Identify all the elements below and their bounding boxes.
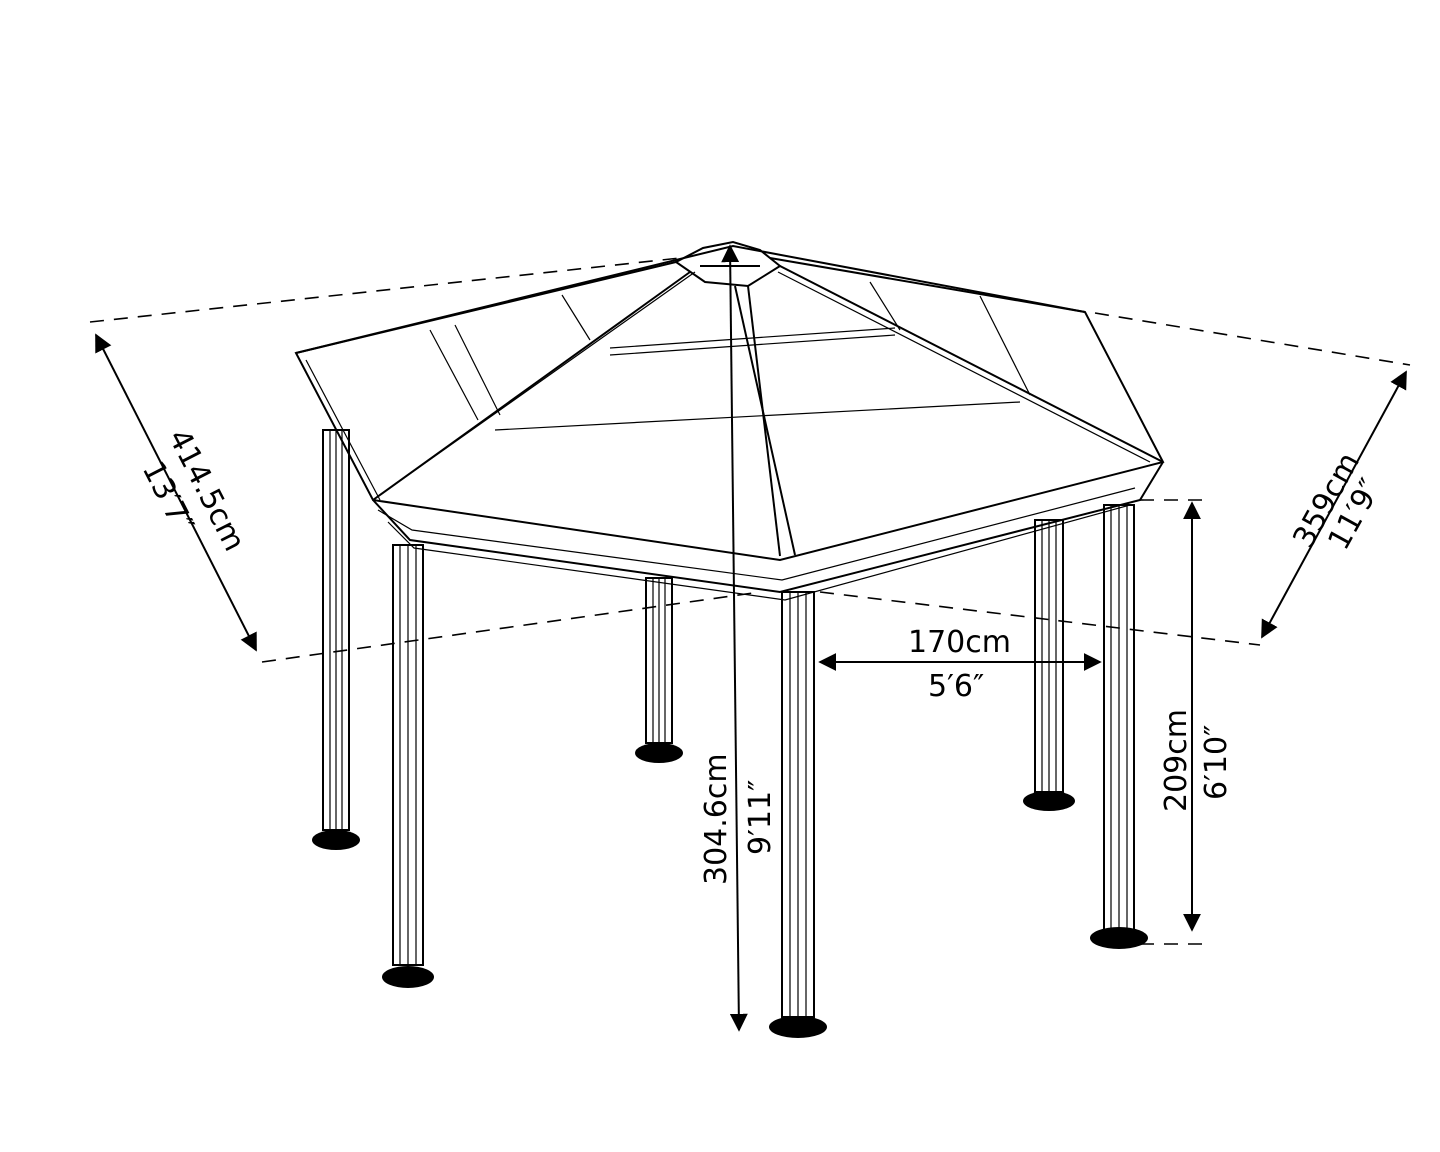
dimension-lines bbox=[95, 244, 1407, 1032]
roof-rib bbox=[747, 285, 781, 557]
eave-imperial-label: 6′10″ bbox=[1199, 725, 1234, 800]
post-base bbox=[1023, 791, 1075, 811]
fascia-beam bbox=[372, 461, 1164, 594]
post bbox=[769, 591, 827, 1038]
eave-metric-label: 209cm bbox=[1159, 709, 1194, 812]
height-metric-label: 304.6cm bbox=[699, 753, 734, 885]
height-imperial-label: 9′11″ bbox=[743, 780, 778, 855]
post bbox=[1023, 519, 1075, 811]
side-metric-label: 170cm bbox=[908, 625, 1011, 660]
side-imperial-label: 5′6″ bbox=[928, 669, 984, 704]
post bbox=[1090, 504, 1148, 949]
post bbox=[382, 544, 434, 988]
roof-rib bbox=[295, 261, 677, 354]
dim-line-total-height bbox=[721, 244, 748, 1032]
roof bbox=[294, 240, 1165, 601]
post bbox=[635, 577, 683, 763]
dim-line-width bbox=[95, 333, 257, 652]
roof-rib bbox=[779, 265, 1164, 463]
post-base bbox=[769, 1016, 827, 1038]
roof-finial bbox=[674, 240, 782, 288]
dim-line-depth bbox=[1261, 370, 1407, 639]
post-base bbox=[635, 743, 683, 763]
post bbox=[312, 429, 360, 850]
post-base bbox=[312, 830, 360, 850]
post-base bbox=[382, 966, 434, 988]
posts bbox=[312, 429, 1148, 1038]
roof-rib bbox=[734, 285, 796, 556]
post-base bbox=[1090, 927, 1148, 949]
roof-rib bbox=[769, 257, 1086, 313]
